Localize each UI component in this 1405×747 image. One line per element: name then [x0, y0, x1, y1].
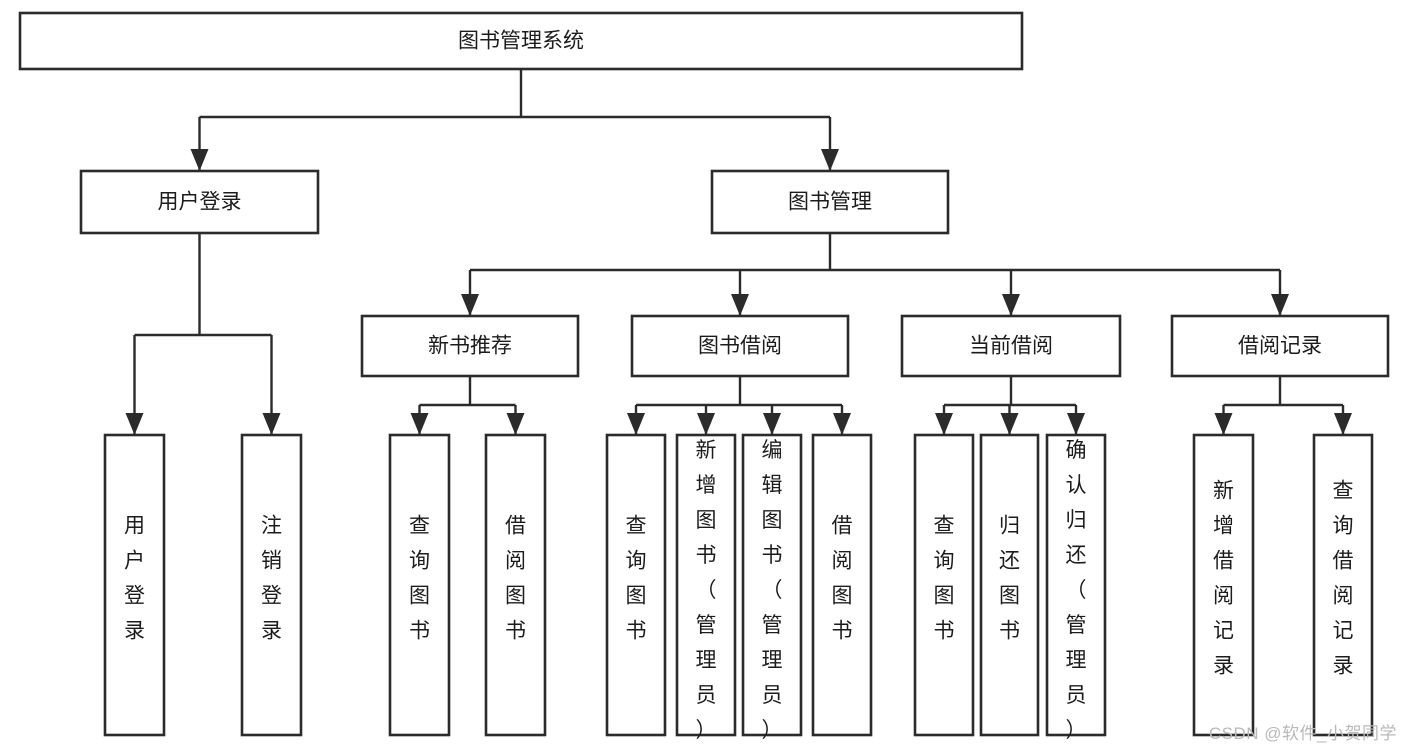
- node-box-add-borrow-record: [1192, 433, 1255, 737]
- node-new-book-recommend[interactable]: 新书推荐: [360, 314, 580, 378]
- node-box-book-borrow: [630, 314, 850, 378]
- node-box-current-borrow: [900, 314, 1122, 378]
- current-borrow-arrow-1: [1000, 413, 1019, 435]
- node-box-borrow-book-2: [811, 433, 873, 737]
- node-box-query-book-3: [913, 433, 975, 737]
- user-login-arrow-0: [125, 413, 144, 435]
- root-arrow-1: [821, 149, 839, 171]
- node-label-query-book-1: 查询图书: [409, 515, 430, 643]
- node-label-book-manage: 图书管理: [788, 191, 872, 214]
- node-label-borrow-book-1: 借阅图书: [505, 515, 526, 643]
- node-label-user-login-do: 用户登录: [124, 515, 145, 643]
- node-label-query-book-2: 查询图书: [626, 515, 647, 643]
- current-borrow-arrow-0: [935, 413, 953, 435]
- node-label-user-logout: 注销登录: [261, 515, 282, 643]
- book-manage-arrow-1: [731, 294, 749, 316]
- node-box-query-book-1: [388, 433, 451, 737]
- borrow-record-arrow-0: [1214, 413, 1233, 435]
- node-layer: 图书管理系统用户登录图书管理用户登录注销登录新书推荐查询图书借阅图书图书借阅查询…: [18, 11, 1390, 742]
- book-borrow-arrow-1: [697, 413, 715, 435]
- node-label-add-book-admin: 新增图书（管理员）: [696, 439, 717, 742]
- root-arrow-0: [190, 149, 209, 171]
- node-borrow-record[interactable]: 借阅记录: [1170, 314, 1390, 378]
- node-confirm-return-admin[interactable]: 确认归还（管理员）: [1045, 433, 1107, 742]
- node-box-query-borrow-record: [1312, 433, 1374, 737]
- node-box-book-manage: [710, 169, 950, 235]
- node-label-borrow-book-2: 借阅图书: [832, 515, 853, 643]
- watermark-label: CSDN @软件_小贺同学: [1208, 724, 1397, 743]
- user-login-arrow-1: [262, 413, 281, 435]
- node-box-borrow-book-1: [484, 433, 547, 737]
- node-book-borrow[interactable]: 图书借阅: [630, 314, 850, 378]
- node-box-user-login: [79, 169, 320, 235]
- node-borrow-book-2[interactable]: 借阅图书: [811, 433, 873, 737]
- book-borrow-arrow-0: [627, 413, 645, 435]
- node-box-new-book-recommend: [360, 314, 580, 378]
- node-box-add-book-admin: [675, 433, 737, 737]
- node-query-book-3[interactable]: 查询图书: [913, 433, 975, 737]
- book-borrow-arrow-2: [763, 413, 781, 435]
- node-box-borrow-record: [1170, 314, 1390, 378]
- node-label-confirm-return-admin: 确认归还（管理员）: [1066, 439, 1087, 742]
- book-manage-arrow-3: [1271, 294, 1289, 316]
- node-user-login-do[interactable]: 用户登录: [103, 433, 166, 737]
- node-label-user-login: 用户登录: [158, 191, 242, 214]
- node-book-manage[interactable]: 图书管理: [710, 169, 950, 235]
- node-box-return-book: [979, 433, 1040, 737]
- node-return-book[interactable]: 归还图书: [979, 433, 1040, 737]
- node-label-edit-book-admin: 编辑图书（管理员）: [762, 439, 783, 742]
- node-add-book-admin[interactable]: 新增图书（管理员）: [675, 433, 737, 742]
- node-box-user-logout: [240, 433, 303, 737]
- connector-layer: [125, 69, 1352, 435]
- node-query-book-2[interactable]: 查询图书: [605, 433, 667, 737]
- node-current-borrow[interactable]: 当前借阅: [900, 314, 1122, 378]
- node-label-current-borrow: 当前借阅: [969, 335, 1053, 358]
- node-label-return-book: 归还图书: [999, 515, 1020, 643]
- node-box-user-login-do: [103, 433, 166, 737]
- node-user-login[interactable]: 用户登录: [79, 169, 320, 235]
- node-root[interactable]: 图书管理系统: [18, 11, 1024, 71]
- node-label-borrow-record: 借阅记录: [1238, 335, 1322, 358]
- node-label-query-book-3: 查询图书: [934, 515, 955, 643]
- node-add-borrow-record[interactable]: 新增借阅记录: [1192, 433, 1255, 737]
- new-book-recommend-arrow-0: [410, 413, 429, 435]
- book-borrow-arrow-3: [833, 413, 851, 435]
- node-user-logout[interactable]: 注销登录: [240, 433, 303, 737]
- node-label-book-borrow: 图书借阅: [698, 335, 782, 358]
- node-box-query-book-2: [605, 433, 667, 737]
- node-label-add-borrow-record: 新增借阅记录: [1213, 480, 1234, 678]
- node-borrow-book-1[interactable]: 借阅图书: [484, 433, 547, 737]
- node-edit-book-admin[interactable]: 编辑图书（管理员）: [741, 433, 803, 742]
- node-label-query-borrow-record: 查询借阅记录: [1333, 480, 1354, 678]
- book-manage-arrow-0: [461, 294, 479, 316]
- node-label-new-book-recommend: 新书推荐: [428, 335, 512, 358]
- node-box-edit-book-admin: [741, 433, 803, 737]
- current-borrow-arrow-2: [1067, 413, 1085, 435]
- node-box-root: [18, 11, 1024, 71]
- new-book-recommend-arrow-1: [506, 413, 525, 435]
- book-manage-arrow-2: [1002, 294, 1020, 316]
- node-label-root: 图书管理系统: [458, 30, 584, 53]
- node-query-book-1[interactable]: 查询图书: [388, 433, 451, 737]
- borrow-record-arrow-1: [1334, 413, 1352, 435]
- node-query-borrow-record[interactable]: 查询借阅记录: [1312, 433, 1374, 737]
- node-box-confirm-return-admin: [1045, 433, 1107, 737]
